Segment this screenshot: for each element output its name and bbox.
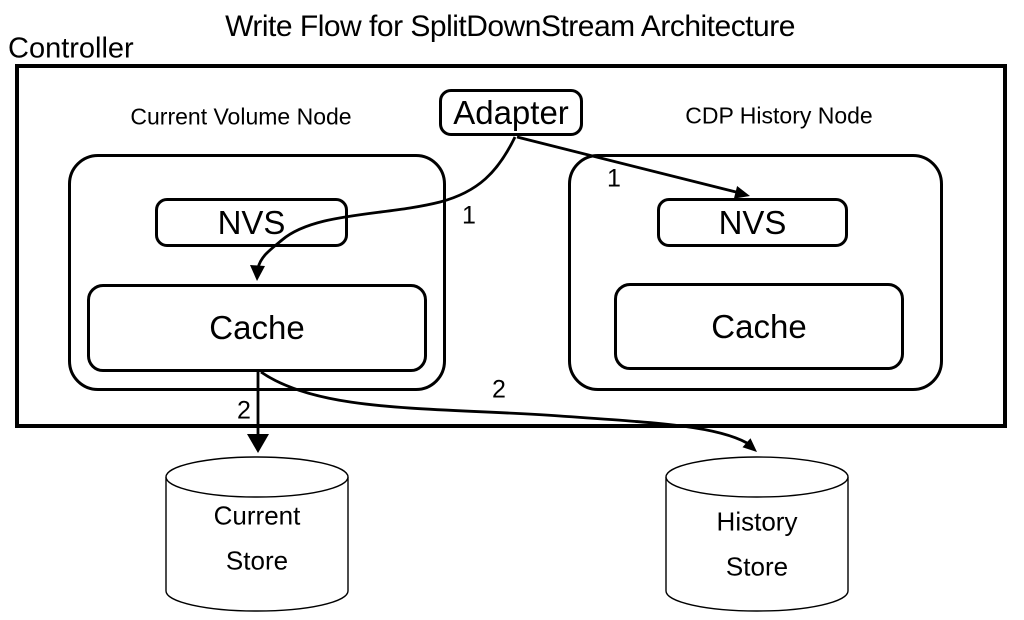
arrowhead-icon: [247, 434, 269, 453]
flow-label-adapter-to-history-nvs: 1: [607, 164, 621, 193]
history-store-label-line2: Store: [725, 551, 789, 582]
history-store-label-line1: History: [716, 506, 798, 537]
current-nvs-label: NVS: [217, 203, 286, 241]
flow-label-cache-to-current-store: 2: [237, 396, 251, 425]
history-nvs-label: NVS: [718, 203, 787, 241]
arrowhead-icon: [742, 438, 757, 452]
current-cache-label: Cache: [209, 309, 305, 346]
current-store-label-line2: Store: [225, 545, 289, 576]
current-nvs-box: NVS: [155, 198, 348, 247]
current-cache-box: Cache: [87, 284, 427, 372]
current-store-label-line1: Current: [213, 500, 301, 531]
flow-label-adapter-to-current-cache: 1: [462, 201, 476, 230]
diagram-title: Write Flow for SplitDownStream Architect…: [225, 10, 795, 43]
adapter-box: Adapter: [439, 89, 583, 136]
controller-label: Controller: [8, 32, 134, 65]
current-volume-node-label: Current Volume Node: [130, 103, 352, 130]
history-cache-box: Cache: [614, 283, 904, 370]
flow-label-cache-to-history-store: 2: [492, 375, 506, 404]
history-cache-label: Cache: [711, 307, 807, 345]
adapter-label: Adapter: [453, 93, 569, 131]
current-store-cylinder: [165, 456, 349, 612]
cdp-history-node-label: CDP History Node: [685, 102, 873, 129]
history-nvs-box: NVS: [657, 198, 848, 247]
